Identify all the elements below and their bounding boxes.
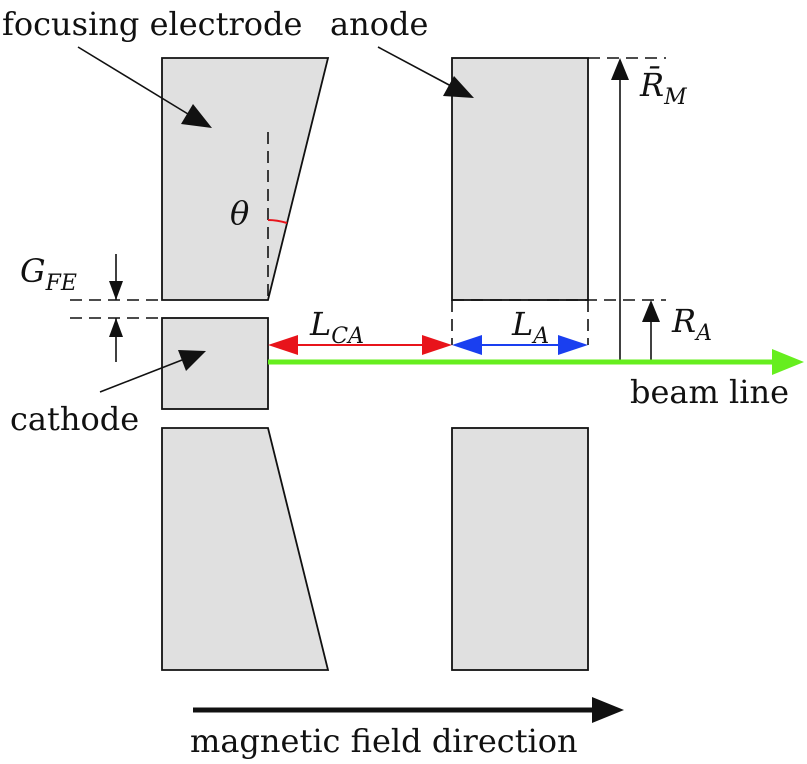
la-arrowhead-right bbox=[558, 335, 588, 355]
anode-pointer-head bbox=[443, 76, 474, 98]
lca-arrowhead-left bbox=[268, 335, 298, 355]
cathode-label: cathode bbox=[10, 400, 139, 438]
lca-arrowhead-right bbox=[422, 335, 452, 355]
anode-lower bbox=[451, 427, 589, 671]
focusing-electrode-pointer-head bbox=[181, 104, 212, 128]
beam-line-arrowhead bbox=[772, 349, 804, 375]
la-arrowhead-left bbox=[452, 335, 482, 355]
anode-upper bbox=[451, 57, 589, 301]
focusing-electrode-lower bbox=[161, 427, 330, 671]
magnetic-field-arrowhead bbox=[592, 697, 624, 723]
cathode-block bbox=[161, 317, 269, 410]
gfe-bottom-arrowhead bbox=[109, 318, 123, 337]
theta-arc bbox=[267, 219, 288, 224]
ra-label: RA bbox=[671, 302, 712, 346]
beam-line-label: beam line bbox=[630, 373, 789, 411]
gfe-top-arrowhead bbox=[109, 281, 123, 300]
focusing-electrode-pointer bbox=[77, 46, 189, 115]
rm-label: R̄M bbox=[639, 66, 687, 110]
cathode-pointer-head bbox=[178, 350, 206, 371]
la-label: LA bbox=[511, 305, 549, 349]
focusing-electrode-label: focusing electrode bbox=[2, 5, 302, 43]
focusing-electrode-upper bbox=[161, 57, 330, 301]
magnetic-field-label: magnetic field direction bbox=[190, 722, 578, 760]
lca-label: LCA bbox=[309, 305, 364, 349]
rm-arrowhead bbox=[611, 58, 629, 80]
ra-arrowhead bbox=[642, 300, 660, 322]
theta-label: θ bbox=[230, 194, 249, 232]
gfe-label: GFE bbox=[20, 252, 77, 296]
anode-label: anode bbox=[330, 5, 428, 43]
cathode-pointer bbox=[99, 359, 183, 393]
anode-pointer bbox=[377, 46, 452, 87]
